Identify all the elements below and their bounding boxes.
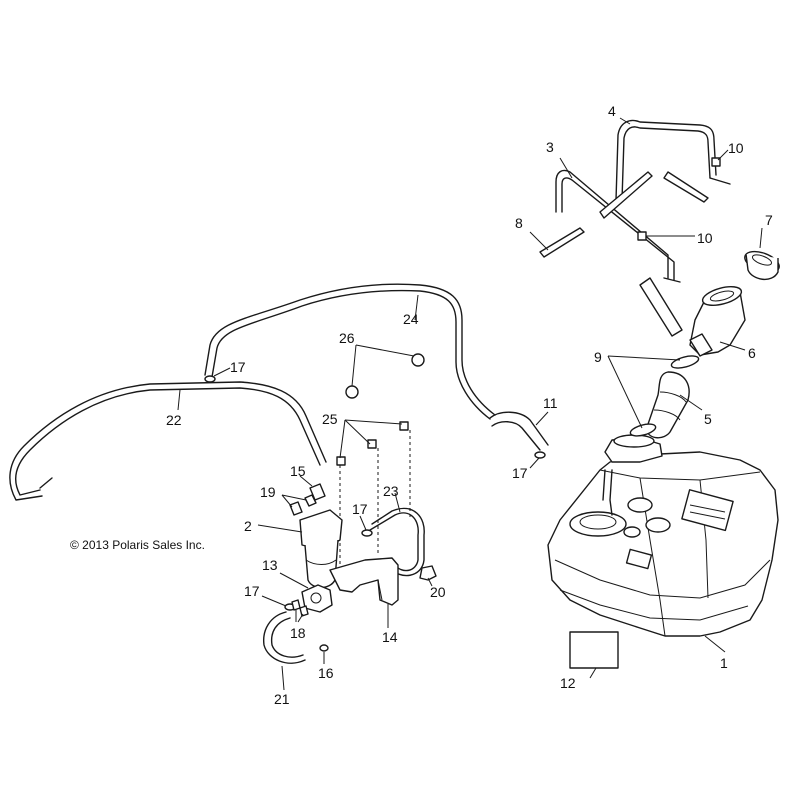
vent-hose-tank bbox=[489, 411, 549, 451]
hose-clip-filter bbox=[361, 529, 373, 537]
callout-25: 25 bbox=[322, 411, 338, 427]
callout-14: 14 bbox=[382, 629, 398, 645]
callout-2: 2 bbox=[244, 518, 252, 534]
callout-9: 9 bbox=[594, 349, 602, 365]
callout-4: 4 bbox=[608, 103, 616, 119]
callout-1: 1 bbox=[720, 655, 728, 671]
callout-8: 8 bbox=[515, 215, 523, 231]
callout-26: 26 bbox=[339, 330, 355, 346]
line-clamp bbox=[345, 353, 425, 399]
warning-label bbox=[569, 631, 619, 669]
filler-neck bbox=[689, 285, 746, 357]
filler-hose bbox=[645, 371, 690, 439]
callout-15: 15 bbox=[290, 463, 306, 479]
callout-17-tank: 17 bbox=[512, 465, 528, 481]
callout-19: 19 bbox=[260, 484, 276, 500]
callout-18: 18 bbox=[290, 625, 306, 641]
fuel-tank bbox=[547, 434, 779, 637]
tank-strap-front bbox=[555, 169, 681, 283]
callout-5: 5 bbox=[704, 411, 712, 427]
callout-12: 12 bbox=[560, 675, 576, 691]
hose-clamp-upper bbox=[670, 355, 700, 369]
callout-21: 21 bbox=[274, 691, 290, 707]
quick-connectors bbox=[336, 421, 409, 466]
strap-pad-left bbox=[539, 227, 585, 258]
callout-numbers: 1 2 3 4 5 6 7 8 9 10 10 11 12 13 14 15 1… bbox=[166, 103, 773, 707]
tank-strap-rear bbox=[615, 119, 731, 201]
fuel-line-filter bbox=[369, 507, 425, 577]
callout-13: 13 bbox=[262, 557, 278, 573]
callout-10-lower: 10 bbox=[697, 230, 713, 246]
mounting-bracket bbox=[329, 557, 399, 606]
nut-lower bbox=[637, 231, 647, 241]
callout-11: 11 bbox=[543, 395, 558, 411]
vent-line-long bbox=[204, 283, 496, 420]
copyright-notice: © 2013 Polaris Sales Inc. bbox=[70, 538, 205, 552]
callout-17-regulator: 17 bbox=[244, 583, 260, 599]
callout-10-upper: 10 bbox=[728, 140, 744, 156]
fitting-15 bbox=[309, 483, 326, 501]
foam-strip bbox=[639, 277, 683, 337]
hose-clamp-lower bbox=[629, 423, 657, 437]
hose-clip-tank bbox=[534, 451, 546, 459]
strap-pad-right bbox=[663, 171, 709, 203]
strap-pad-center bbox=[599, 171, 653, 219]
vent-line-short bbox=[9, 381, 327, 501]
hose-clip-upper bbox=[204, 375, 216, 383]
fitting-19-b bbox=[304, 494, 317, 507]
fitting-18-b bbox=[299, 605, 309, 617]
callout-22: 22 bbox=[166, 412, 182, 428]
hose-short-end bbox=[39, 477, 53, 489]
callout-24: 24 bbox=[403, 311, 419, 327]
washer-16 bbox=[319, 644, 329, 652]
nut-20 bbox=[419, 565, 437, 581]
callout-3: 3 bbox=[546, 139, 554, 155]
return-hose bbox=[263, 611, 306, 664]
callout-23: 23 bbox=[383, 483, 399, 499]
callout-17-upper: 17 bbox=[230, 359, 246, 375]
callout-6: 6 bbox=[748, 345, 756, 361]
callout-16: 16 bbox=[318, 665, 334, 681]
gas-cap bbox=[744, 250, 780, 280]
callout-20: 20 bbox=[430, 584, 446, 600]
leader-lines bbox=[177, 117, 763, 691]
callout-17-filter: 17 bbox=[352, 501, 368, 517]
nut-upper bbox=[711, 157, 721, 167]
callout-7: 7 bbox=[765, 212, 773, 228]
fitting-19-a bbox=[289, 501, 303, 516]
fitting-18-a bbox=[291, 599, 301, 611]
